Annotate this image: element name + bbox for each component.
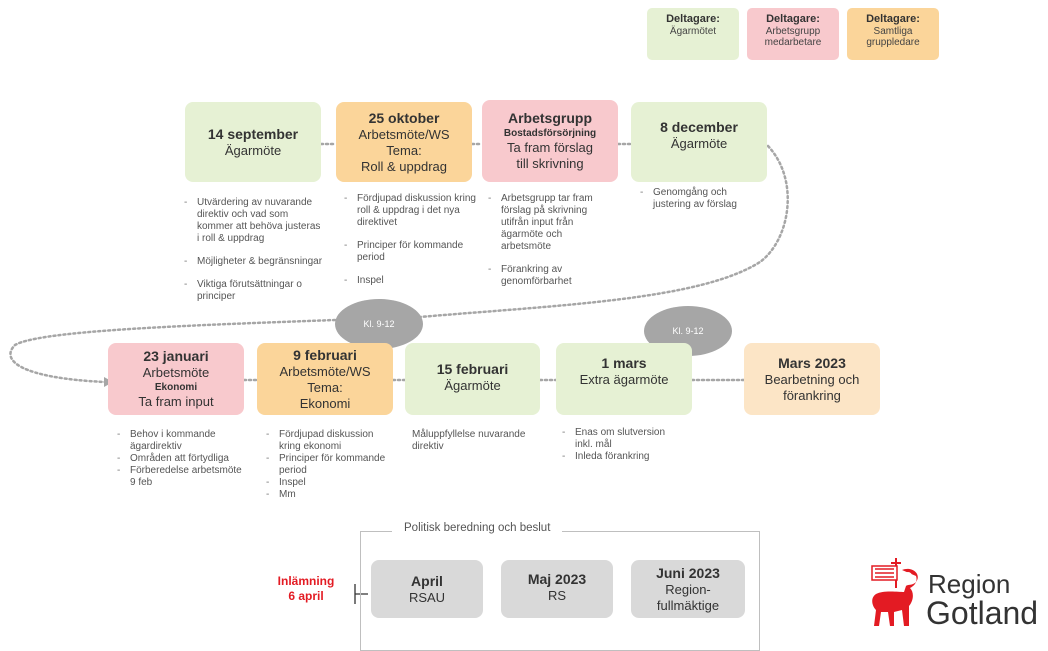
note-item: Utvärdering av nuvarande direktiv och va… [184, 197, 324, 245]
politics-label: Politisk beredning och beslut [392, 522, 563, 534]
notes-arbetsgrupp: Arbetsgrupp tar fram förslag på skrivnin… [488, 193, 608, 299]
legend-group-leaders: Deltagare:Samtliga gruppledare [847, 8, 939, 60]
note-item: Principer för kommande period [344, 240, 479, 264]
card-1-mars: 1 mars Extra ägarmöte [556, 343, 692, 415]
note-item: Inspel [344, 275, 479, 287]
note-item: Områden att förtydliga [117, 453, 247, 465]
time-badge: Kl. 9-12 [335, 299, 423, 349]
note-item: Behov i kommande ägardirektiv [117, 429, 247, 453]
logo-text-gotland: Gotland [926, 595, 1039, 631]
card-juni-2023-fullmaktige: Juni 2023 Region- fullmäktige [631, 560, 745, 618]
connector-curve [418, 144, 789, 319]
card-9-februari: 9 februari Arbetsmöte/WS Tema: Ekonomi [257, 343, 393, 415]
note-item: Viktiga förutsättningar o principer [184, 279, 324, 303]
notes-15-februari: Måluppfyllelse nuvarande direktiv [412, 429, 526, 452]
note-item: Mm [266, 489, 396, 501]
connector-curve [9, 318, 337, 384]
card-23-januari: 23 januari Arbetsmöte Ekonomi Ta fram in… [108, 343, 244, 415]
card-arbetsgrupp: Arbetsgrupp Bostadsförsörjning Ta fram f… [482, 100, 618, 182]
note-item: Inspel [266, 477, 396, 489]
card-maj-2023-rs: Maj 2023 RS [501, 560, 613, 618]
logo-text-region: Region [928, 569, 1011, 599]
notes-1-mars: Enas om slutversion inkl. mål Inleda för… [562, 427, 682, 463]
note-item: Fördjupad diskussion kring ekonomi [266, 429, 396, 453]
note-item: Fördjupad diskussion kring roll & uppdra… [344, 193, 479, 229]
notes-8-december: Genomgång och justering av förslag [640, 187, 760, 211]
card-8-december: 8 december Ägarmöte [631, 102, 767, 182]
note-item: Förberedelse arbetsmöte 9 feb [117, 465, 247, 489]
card-25-oktober: 25 oktober Arbetsmöte/WS Tema: Roll & up… [336, 102, 472, 182]
note-item: Förankring av genomförbarhet [488, 264, 608, 288]
legend-working-group: Deltagare:Arbetsgrupp medarbetare [747, 8, 839, 60]
card-mars-2023: Mars 2023 Bearbetning och förankring [744, 343, 880, 415]
card-14-september: 14 september Ägarmöte [185, 102, 321, 182]
note-item: Inleda förankring [562, 451, 682, 463]
notes-9-februari: Fördjupad diskussion kring ekonomi Princ… [266, 429, 396, 501]
note-item: Arbetsgrupp tar fram förslag på skrivnin… [488, 193, 608, 253]
notes-25-oktober: Fördjupad diskussion kring roll & uppdra… [344, 193, 479, 298]
note-item: Genomgång och justering av förslag [640, 187, 760, 211]
submit-bracket [354, 584, 368, 604]
card-april-rsau: April RSAU [371, 560, 483, 618]
region-gotland-logo-icon [871, 558, 918, 626]
notes-14-september: Utvärdering av nuvarande direktiv och va… [184, 197, 324, 314]
note-item: Enas om slutversion inkl. mål [562, 427, 682, 451]
notes-23-januari: Behov i kommande ägardirektiv Områden at… [117, 429, 247, 489]
card-15-februari: 15 februari Ägarmöte [405, 343, 540, 415]
legend-owner-meeting: Deltagare:Ägarmötet [647, 8, 739, 60]
note-item: Möjligheter & begränsningar [184, 256, 324, 268]
note-item: Principer för kommande period [266, 453, 396, 477]
